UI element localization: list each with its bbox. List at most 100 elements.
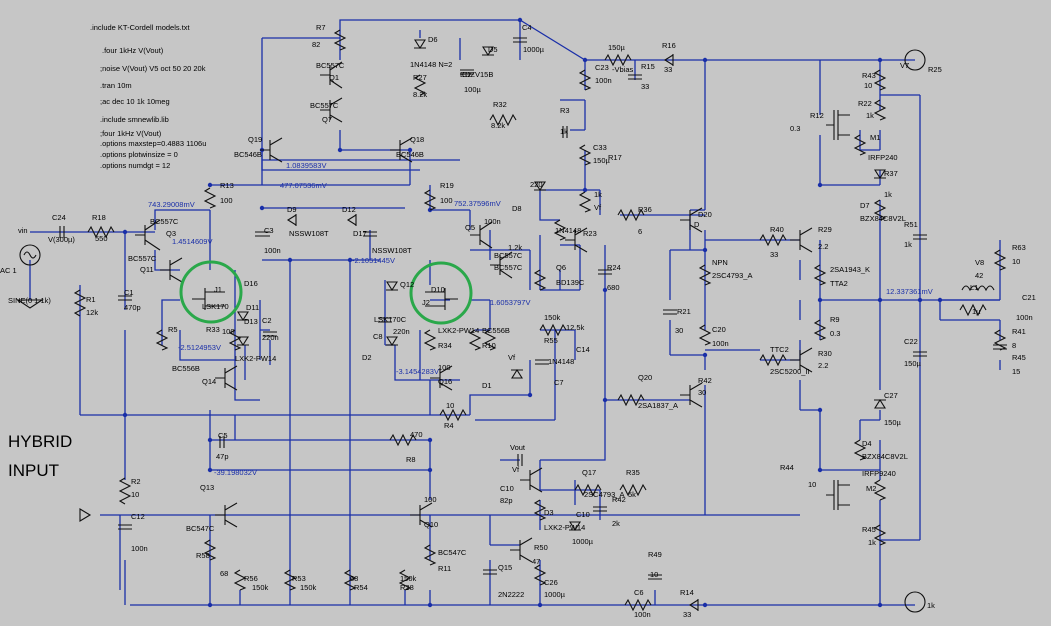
component-label: Q14 [202,377,216,386]
directive: ;ac dec 10 1k 10meg [100,97,170,106]
component-label: R54 [354,583,368,592]
component-label: 0.3 [830,329,840,338]
component-label: 100n [1016,313,1033,322]
component-label: 30 [675,326,683,335]
component-label: IRFP240 [868,153,898,162]
component-label: Vf [512,465,520,474]
component-label: NPN [712,258,728,267]
component-label: 1N4148 [548,357,574,366]
component-label: 1N4148 [555,226,581,235]
node-voltage: 1.0839583V [286,161,326,170]
component-label: NSSW108T [372,246,412,255]
component-label: C6 [634,588,644,597]
component-label: BC556B [482,326,510,335]
component-label: C2 [262,316,272,325]
component-label: C5 [218,431,228,440]
component-label: R8 [406,455,416,464]
component-label: 1k [884,190,892,199]
component-label: BC557C [310,101,339,110]
component-label: 150k [400,574,417,583]
component-label: 68 [220,569,228,578]
component-label: R28 [400,583,414,592]
directive: .options plotwinsize = 0 [100,150,178,159]
inductor [961,285,995,292]
component-label: J2 [422,298,430,307]
resistors [73,29,1007,612]
component-label: R2 [131,477,141,486]
component-label: R42 [612,495,626,504]
component-label: D [694,220,700,229]
component-label: R17 [608,153,622,162]
component-label: 100n [712,339,729,348]
component-label: 470 [410,430,423,439]
component-label: 2SC4793_A [712,271,752,280]
component-label: 33 [641,82,649,91]
component-label: 15 [1012,367,1020,376]
component-label: 1k [560,127,568,136]
component-label: C2 [462,70,472,79]
node-voltage: -39.198032V [214,468,257,477]
component-label: R21 [677,307,691,316]
jfets [192,288,458,310]
component-label: 47p [216,452,229,461]
component-label: 100 [440,196,453,205]
component-label: Q19 [248,135,262,144]
directive: .include smnewlib.lib [100,115,169,124]
component-label: R56 [244,574,258,583]
component-label: Vf [508,353,516,362]
component-label: BC557C [150,217,179,226]
component-label: D20 [698,210,712,219]
component-label: R40 [770,225,784,234]
component-label: M1 [870,133,880,142]
component-label: 82p [500,496,513,505]
component-label: 220n [393,327,410,336]
directive: ;four 1kHz V(Vout) [100,129,162,138]
sources [16,49,926,613]
component-label: D9 [287,205,297,214]
component-label: 100µ [464,85,482,94]
component-label: C23 [595,63,609,72]
component-label: BC557C [128,254,157,263]
component-label: NSSW108T [289,229,329,238]
component-label: C10 [500,484,514,493]
component-label: R32 [493,100,507,109]
component-label: Q11 [140,265,154,274]
component-label: D19 [0,0,14,2]
component-label: 10 [1012,257,1020,266]
component-label: 2k [612,519,620,528]
component-label: R30 [818,349,832,358]
component-label: 2.2 [818,242,828,251]
component-label: Q13 [200,483,214,492]
component-label: -Vbias [612,65,634,74]
component-label: C10 [576,510,590,519]
component-label: D4 [862,439,872,448]
component-label: 2SA1943_K [830,265,870,274]
component-label: C27 [884,391,898,400]
component-label: C4 [522,23,532,32]
component-label: 2SC5200_II [770,367,810,376]
component-label: TTA2 [830,279,848,288]
component-label: 550 [95,234,108,243]
component-label: Q5 [465,223,475,232]
component-label: D10 [431,285,445,294]
component-label: D11 [246,303,259,312]
component-label: V7 [900,61,909,70]
wires [29,19,1001,606]
component-label: D17 [353,229,367,238]
component-label: D5 [488,45,498,54]
component-label: Q17 [582,468,596,477]
component-label: C7 [554,378,564,387]
component-label: C20 [712,325,726,334]
component-label: 1k [866,111,874,120]
component-label: C1 [124,288,134,297]
component-label: BC557C [494,263,523,272]
component-label: R12 [810,111,824,120]
component-label: R51 [904,220,918,229]
component-label: R24 [607,263,621,272]
component-label: 12.5k [566,323,585,332]
component-label: IRFP9240 [862,469,896,478]
component-label: 10 [446,401,454,410]
component-label: 150k [252,583,269,592]
component-label: L1 [970,283,978,292]
component-label: 1.2k [508,243,522,252]
